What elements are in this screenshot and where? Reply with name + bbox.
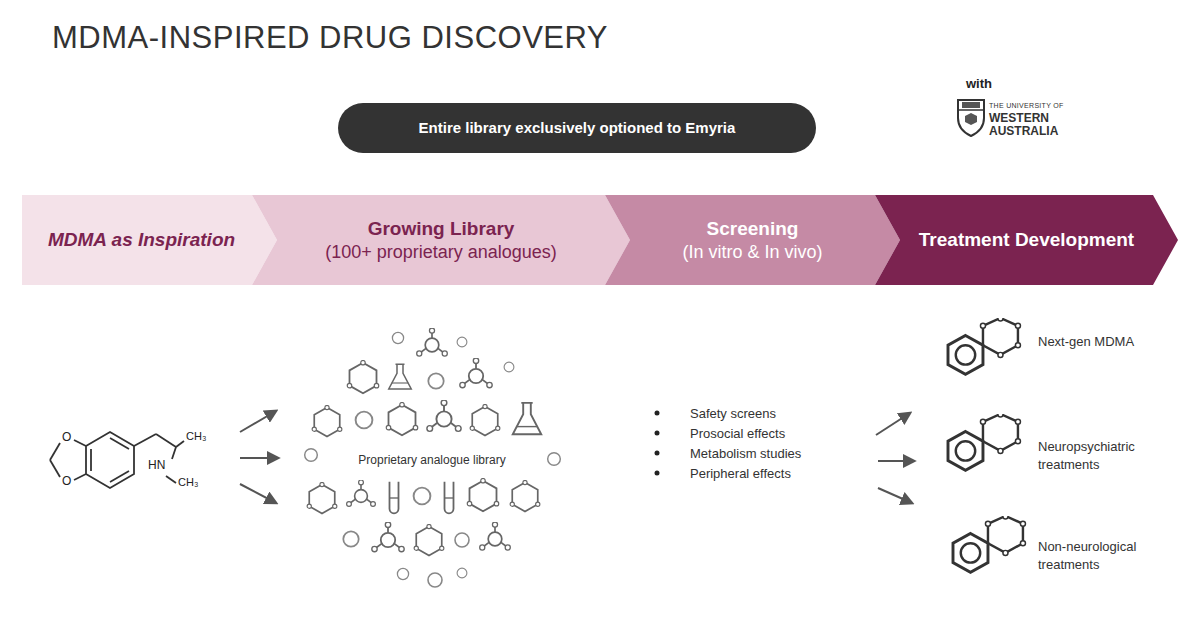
flow-arrow xyxy=(876,413,914,503)
node-outline xyxy=(605,195,900,285)
node-heading: Treatment Development xyxy=(919,228,1134,252)
diagram-title: MDMA-INSPIRED DRUG DISCOVERY xyxy=(52,20,608,56)
text-label: Prosocial effects xyxy=(690,425,785,443)
molecule-icon xyxy=(948,316,1025,572)
process-chevron: Treatment Development xyxy=(875,195,1178,285)
node-outline xyxy=(22,195,277,285)
text-label: Peripheral effects xyxy=(690,465,791,483)
node-outline xyxy=(875,195,1178,285)
process-chevron: MDMA as Inspiration xyxy=(22,195,277,285)
text-label: Non-neurological treatments xyxy=(1038,538,1158,573)
library-circle: Proprietary analogue library xyxy=(322,325,542,595)
mdma-structure xyxy=(50,432,184,488)
node-outline xyxy=(338,103,816,153)
callout-pill: Entire library exclusively optioned to E… xyxy=(338,103,816,153)
node-heading: Entire library exclusively optioned to E… xyxy=(419,119,736,138)
bullet-dot xyxy=(655,411,660,476)
university-crest xyxy=(958,100,984,136)
node-subtext: (100+ proprietary analogues) xyxy=(325,241,557,264)
text-label: with xyxy=(966,75,992,93)
text-label: O xyxy=(61,475,72,488)
text-label: Metabolism studies xyxy=(690,445,801,463)
library-icons xyxy=(305,328,561,587)
node-shape xyxy=(252,195,630,285)
node-heading: Growing Library xyxy=(368,217,515,241)
text-label: WESTERN xyxy=(989,110,1049,126)
node-subtext: (In vitro & In vivo) xyxy=(682,241,822,264)
node-heading: MDMA as Inspiration xyxy=(48,228,235,252)
node-heading: Screening xyxy=(707,217,799,241)
process-chevron: Screening(In vitro & In vivo) xyxy=(605,195,900,285)
text-label: HN xyxy=(147,459,166,472)
text-label: CH₃ xyxy=(185,430,207,442)
text-label: AUSTRALIA xyxy=(989,123,1058,139)
text-label: CH₃ xyxy=(177,476,199,488)
node-heading: Proprietary analogue library xyxy=(354,451,509,470)
text-label: Neuropsychiatric treatments xyxy=(1038,438,1158,473)
node-outline xyxy=(252,195,630,285)
text-label: THE UNIVERSITY OF xyxy=(989,101,1064,110)
text-label: Safety screens xyxy=(690,405,776,423)
node-shape xyxy=(605,195,900,285)
flow-arrow xyxy=(240,411,278,503)
process-chevron: Growing Library(100+ proprietary analogu… xyxy=(252,195,630,285)
text-label: O xyxy=(61,431,72,444)
text-label: Next-gen MDMA xyxy=(1038,333,1188,351)
